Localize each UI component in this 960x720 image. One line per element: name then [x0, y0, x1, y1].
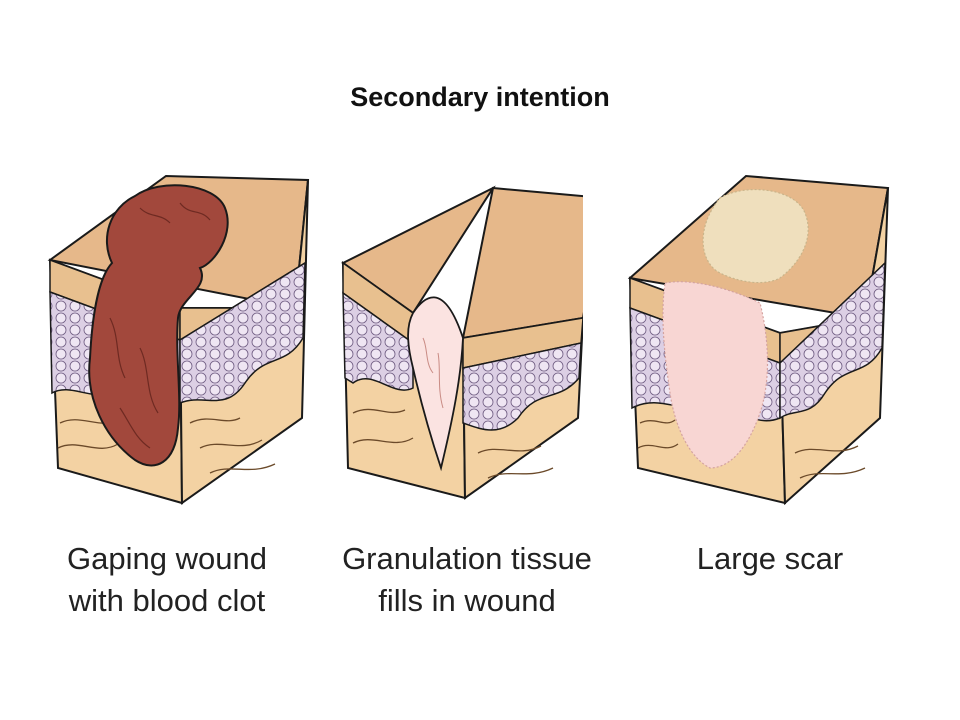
granulation-tissue-shape: [407, 296, 464, 472]
skin-block-scar-illustration: [627, 174, 890, 506]
diagram-title: Secondary intention: [350, 82, 610, 112]
caption-gaping-wound: Gaping wound with blood clot: [17, 538, 317, 622]
caption-line: Granulation tissue: [342, 541, 592, 576]
caption-large-scar: Large scar: [620, 538, 920, 580]
caption-line: fills in wound: [378, 583, 556, 618]
caption-line: Large scar: [696, 541, 844, 576]
blood-clot-shape: [88, 184, 229, 467]
panel-granulation-tissue: [313, 168, 583, 518]
scar-depth-shape: [662, 281, 769, 469]
panel-large-scar: [620, 168, 890, 518]
caption-line: Gaping wound: [67, 541, 267, 576]
scar-surface-shape: [702, 188, 809, 284]
skin-block-clot-illustration: [47, 174, 310, 505]
panel-gaping-wound: [40, 168, 310, 518]
skin-block-granulation-illustration: [341, 185, 583, 500]
caption-granulation-tissue: Granulation tissue fills in wound: [317, 538, 617, 622]
caption-line: with blood clot: [68, 583, 266, 618]
